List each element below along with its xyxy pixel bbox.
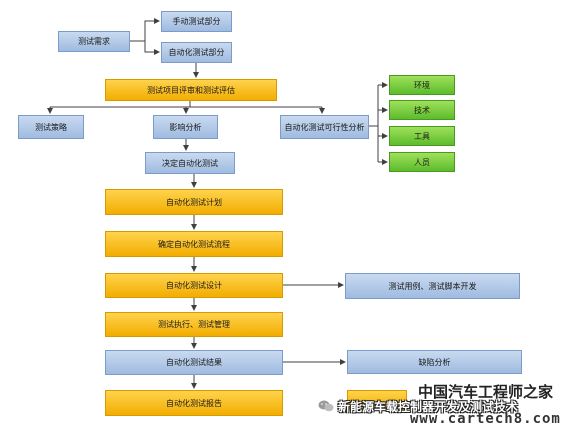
execution-management-node: 测试执行、测试管理 [105,312,283,337]
factor-environment-node: 环境 [389,75,455,95]
defect-analysis-node: 缺陷分析 [347,350,522,374]
decide-automation-node: 决定自动化测试 [145,152,235,174]
watermark-url: www.cartech8.com [410,411,561,427]
factor-personnel-node: 人员 [389,152,455,172]
impact-analysis-node: 影响分析 [153,115,218,139]
define-process-node: 确定自动化测试流程 [105,231,283,257]
automation-test-part-node: 自动化测试部分 [161,42,232,63]
automation-results-node: 自动化测试结果 [105,350,283,375]
automation-design-node: 自动化测试设计 [105,273,283,298]
watermark-subtitle: 新能源车载控制器开发及测试技术 [338,400,519,414]
automation-plan-node: 自动化测试计划 [105,189,283,215]
test-strategy-node: 测试策略 [18,115,84,139]
factor-technology-node: 技术 [389,100,455,120]
test-requirements-node: 测试需求 [58,31,130,52]
watermark-title: 中国汽车工程师之家 [418,383,554,401]
connector-req-auto [144,41,160,55]
connector-feasibility-factors [369,85,379,162]
factor-tools-node: 工具 [389,126,455,146]
connector-review-branches [50,101,322,108]
partially-hidden-node [347,390,407,410]
connector-req-manual [130,18,160,42]
review-evaluation-node: 测试项目评审和测试评估 [105,79,277,101]
automation-report-node: 自动化测试报告 [105,390,283,416]
wechat-icon [318,400,334,412]
feasibility-analysis-node: 自动化测试可行性分析 [280,115,369,139]
manual-test-part-node: 手动测试部分 [161,11,232,32]
case-script-dev-node: 测试用例、测试脚本开发 [345,273,520,299]
